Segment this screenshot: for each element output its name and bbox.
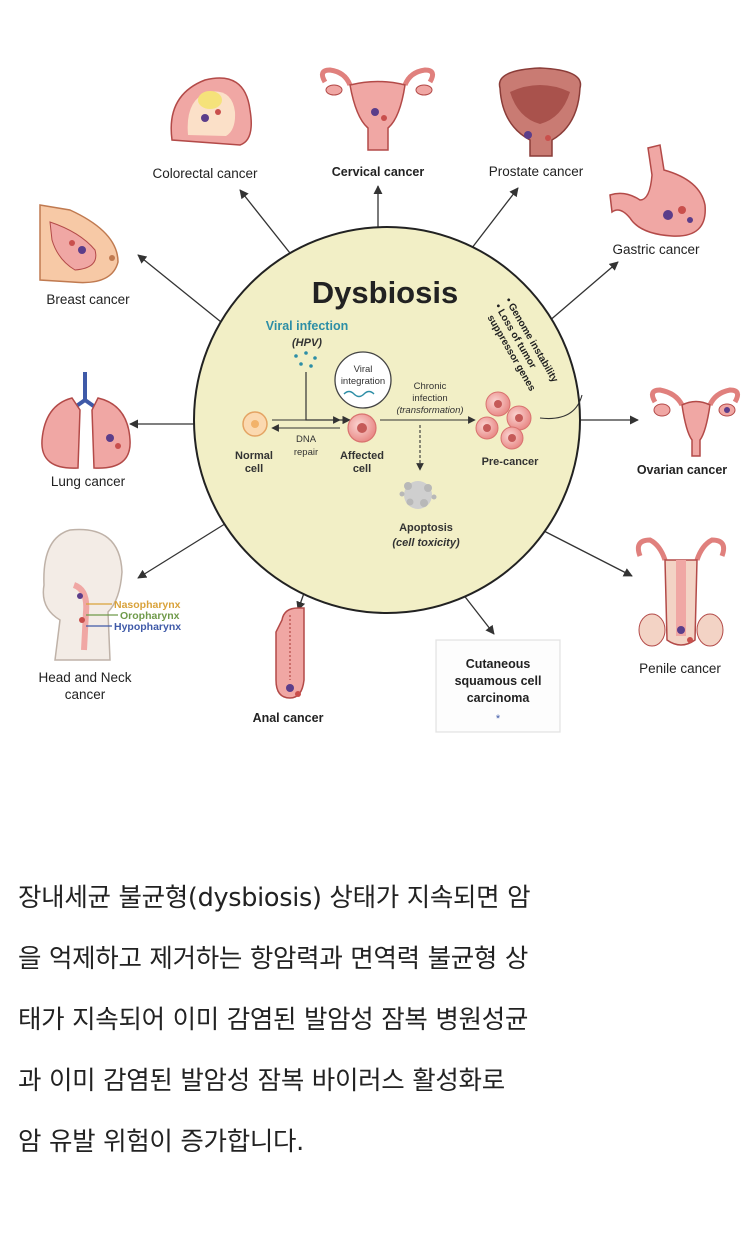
cervical-label: Cervical cancer <box>332 165 425 179</box>
cervical-organ-icon <box>319 67 436 151</box>
cutaneous-label-2: squamous cell <box>455 674 542 688</box>
head-neck-organ-icon <box>42 528 123 661</box>
prostate-organ-icon <box>498 67 582 157</box>
gastric-organ-icon <box>609 144 706 237</box>
dna-repair-label-1: DNA <box>296 434 317 445</box>
paragraph-line-1: 장내세균 불균형(dysbiosis) 상태가 지속되면 암 <box>18 883 531 913</box>
apoptosis-label: Apoptosis <box>399 522 453 534</box>
affected-cell-label-2: cell <box>353 463 371 475</box>
cutaneous-label-3: carcinoma <box>467 691 531 705</box>
paragraph-line-5: 암 유발 위험이 증가합니다. <box>18 1127 304 1157</box>
prostate-label: Prostate cancer <box>489 164 584 179</box>
cutaneous-box <box>435 639 561 733</box>
breast-label: Breast cancer <box>46 292 130 307</box>
penile-label: Penile cancer <box>639 661 721 676</box>
viral-integration-label-2: integration <box>341 376 385 387</box>
normal-cell-nucleus <box>251 420 259 428</box>
head-neck-label-1: Head and Neck <box>38 670 131 685</box>
hypopharynx-label: Hypopharynx <box>114 621 181 633</box>
viral-integration-bubble <box>334 351 392 409</box>
cutaneous-asterisk-icon: * <box>496 713 501 725</box>
chronic-label-1: Chronic <box>414 381 447 392</box>
cell-toxicity-label: (cell toxicity) <box>392 537 460 549</box>
hpv-label: (HPV) <box>292 337 322 349</box>
breast-organ-icon <box>39 204 119 284</box>
center-title: Dysbiosis <box>312 275 458 310</box>
affected-cell-label-1: Affected <box>340 450 384 462</box>
cutaneous-label-1: Cutaneous <box>466 657 531 671</box>
oropharynx-label: Oropharynx <box>120 610 180 622</box>
dysbiosis-diagram: Dysbiosis Viral infection (HPV) Viral in… <box>38 67 741 733</box>
dna-strand-icon <box>343 390 375 398</box>
virus-particles-icon <box>294 351 317 368</box>
penile-organ-icon <box>635 537 727 647</box>
pre-cancer-cells-icon <box>475 391 532 450</box>
affected-cell-nucleus <box>357 423 367 433</box>
arrow-to-gastric <box>547 261 619 323</box>
paragraph-line-4: 과 이미 감염된 발암성 잠복 바이러스 활성화로 <box>18 1066 505 1096</box>
ovarian-label: Ovarian cancer <box>637 463 727 477</box>
lung-organ-icon <box>41 372 131 469</box>
head-neck-label-2: cancer <box>65 687 106 702</box>
normal-cell-label-1: Normal <box>235 450 273 462</box>
normal-cell-label-2: cell <box>245 463 263 475</box>
dna-repair-label-2: repair <box>294 447 318 458</box>
description-paragraph: 장내세균 불균형(dysbiosis) 상태가 지속되면 암 을 억제하고 제거… <box>18 868 733 1173</box>
arrow-to-penile <box>541 529 633 577</box>
pre-cancer-label: Pre-cancer <box>482 456 540 468</box>
paragraph-line-2: 을 억제하고 제거하는 항암력과 면역력 불균형 상 <box>18 944 529 974</box>
anal-organ-icon <box>275 607 305 699</box>
gastric-label: Gastric cancer <box>612 242 700 257</box>
chronic-label-2: infection <box>412 393 447 404</box>
apoptotic-cell-icon <box>399 481 437 509</box>
chronic-label-3: (transformation) <box>396 405 463 416</box>
arrow-to-head-neck <box>137 521 229 579</box>
ovarian-organ-icon <box>649 387 741 457</box>
viral-infection-label: Viral infection <box>266 319 348 333</box>
colorectal-organ-icon <box>170 77 252 146</box>
anal-label: Anal cancer <box>253 711 324 725</box>
lung-label: Lung cancer <box>51 474 126 489</box>
viral-integration-label-1: Viral <box>354 364 373 375</box>
colorectal-label: Colorectal cancer <box>152 166 258 181</box>
nasopharynx-label: Nasopharynx <box>114 599 181 611</box>
arrow-to-breast <box>137 254 227 327</box>
paragraph-line-3: 태가 지속되어 이미 감염된 발암성 잠복 병원성균 <box>18 1005 529 1035</box>
genome-bracket <box>539 394 583 420</box>
